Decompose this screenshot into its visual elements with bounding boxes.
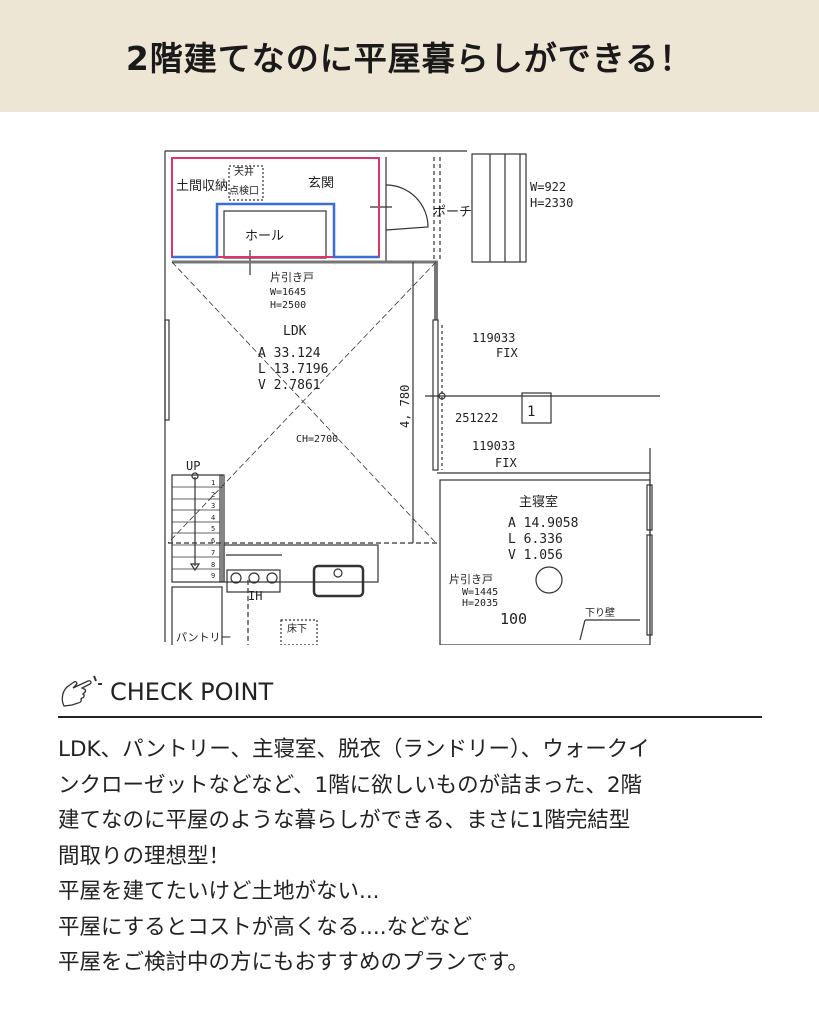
label-fix1: FIX — [496, 346, 518, 360]
inspection-hatch — [228, 165, 264, 201]
label-window1: 119033 — [472, 331, 515, 345]
light-fixture — [535, 566, 563, 594]
hall-highlight — [172, 202, 379, 259]
description-line: 間取りの理想型！ — [58, 843, 231, 869]
label-bedroom-area: A 14.9058 — [508, 516, 578, 531]
label-window3: 119033 — [472, 439, 515, 453]
description-line: 平屋をご検討中の方にもおすすめのプランです。 — [58, 950, 529, 975]
step-number: 7 — [211, 549, 215, 557]
sink — [312, 564, 365, 598]
label-door1-h: H=2500 — [270, 300, 306, 311]
description-line: 建てなのに平屋のような暮らしができる、まさに1階完結型 — [58, 808, 631, 833]
label-door1-w: W=1645 — [270, 287, 306, 298]
label-doma: 土間収納 — [176, 179, 228, 194]
description-line: ンクローゼットなどなど、1階に欲しいものが詰まった、2階 — [58, 772, 642, 798]
label-bedroom-v: V 1.056 — [508, 548, 563, 563]
label-yukashita: 床下 — [287, 622, 307, 635]
label-ldk-area: A 33.124 — [258, 346, 321, 361]
stairs — [171, 474, 223, 583]
label-sagari-kabe: 下り壁 — [585, 606, 615, 619]
label-100: 100 — [500, 610, 527, 628]
label-ih: IH — [248, 589, 262, 603]
label-window-number: 1 — [527, 404, 535, 420]
label-door1: 片引き戸 — [270, 270, 314, 284]
page-title: 2階建てなのに平屋暮らしができる！ — [125, 39, 694, 78]
label-porch: ポーチ — [433, 205, 472, 220]
label-tenken: 点検口 — [229, 184, 259, 197]
checkpoint-label: CHECK POINT — [110, 678, 274, 706]
bedroom-room — [439, 479, 651, 645]
label-tenjo: 天井 — [234, 165, 254, 178]
label-porch-w: W=922 — [530, 180, 566, 194]
checkpoint-heading: CHECK POINT — [58, 668, 762, 718]
doma-highlight — [171, 157, 380, 258]
window-number-box — [521, 392, 552, 424]
label-window2: 251222 — [455, 411, 498, 425]
door-swing — [385, 184, 429, 231]
description-text: LDK、パントリー、主寝室、脱衣（ランドリー）、ウォークイ ンクローゼットなどな… — [58, 732, 778, 981]
label-hall: ホール — [245, 229, 284, 244]
label-ldk: LDK — [283, 324, 307, 339]
step-number: 5 — [211, 525, 215, 533]
label-ceiling-height: CH=2700 — [296, 434, 338, 445]
label-bedroom: 主寝室 — [519, 494, 558, 510]
window — [164, 319, 170, 421]
label-up: UP — [186, 459, 200, 473]
step-number: 8 — [211, 561, 215, 569]
pointing-hand-icon — [61, 675, 102, 707]
kitchen-counter — [223, 544, 379, 583]
ih-cooktop — [226, 569, 281, 593]
label-fix2: FIX — [495, 456, 517, 470]
step-number: 9 — [211, 572, 215, 580]
label-porch-h: H=2330 — [530, 196, 573, 210]
description-line: LDK、パントリー、主寝室、脱衣（ランドリー）、ウォークイ — [58, 737, 650, 762]
label-genkan: 玄関 — [308, 176, 334, 191]
label-ldk-v: V 2.7861 — [258, 378, 321, 393]
label-dimension: 4, 780 — [398, 385, 412, 428]
header-banner: 2階建てなのに平屋暮らしができる！ — [0, 0, 819, 112]
label-door2: 片引き戸 — [449, 572, 493, 586]
floor-plan: 土間収納 天井 点検口 玄関 ホール ポーチ W=922 H=2330 片引き戸… — [164, 150, 660, 645]
step-number: 2 — [211, 491, 215, 499]
step-number: 3 — [211, 502, 215, 510]
label-bedroom-l: L 6.336 — [508, 532, 563, 547]
label-ldk-l: L 13.7196 — [258, 362, 328, 377]
label-door2-w: W=1445 — [462, 587, 498, 598]
step-number: 4 — [211, 514, 215, 522]
step-number: 6 — [211, 537, 215, 545]
window — [432, 319, 439, 471]
label-door2-h: H=2035 — [462, 598, 498, 609]
step-number: 1 — [211, 479, 215, 487]
description-line: 平屋を建てたいけど土地がない... — [58, 879, 380, 904]
porch-steps — [471, 153, 527, 263]
description-line: 平屋にするとコストが高くなる....などなど — [58, 914, 473, 940]
label-pantry: パントリー — [176, 631, 232, 644]
